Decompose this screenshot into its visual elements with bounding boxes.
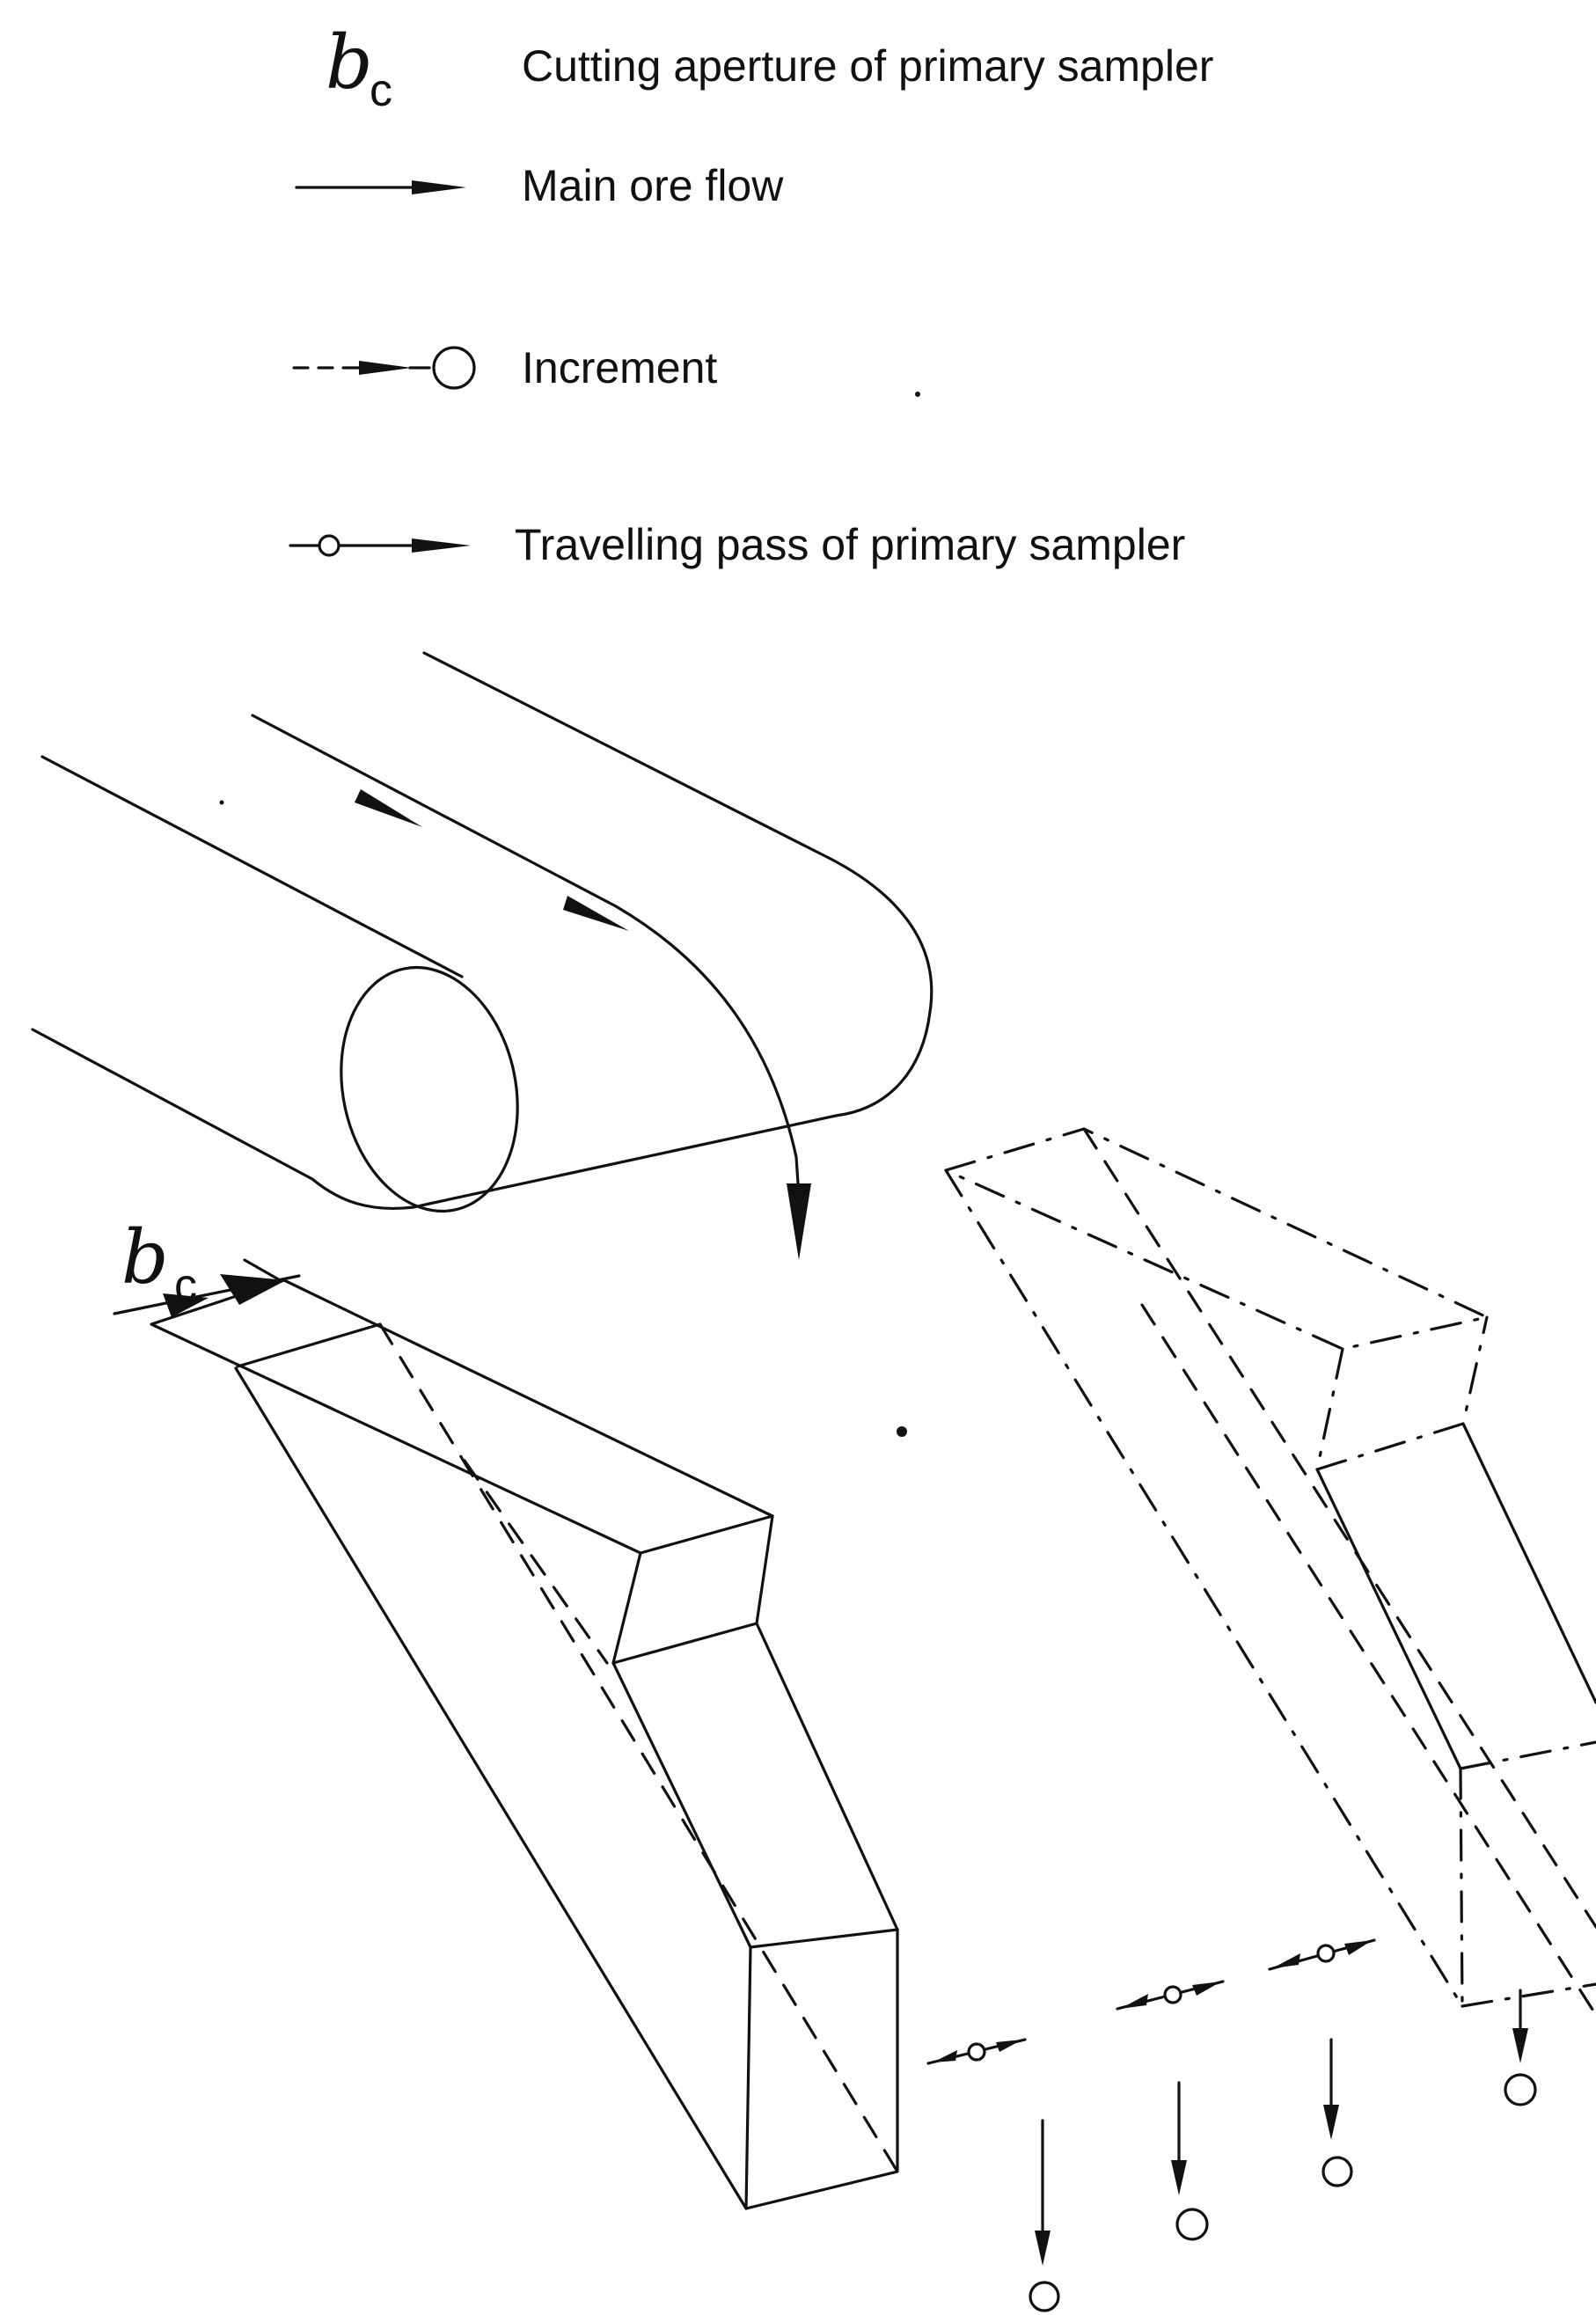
- conveyor-belt: [31, 651, 933, 1260]
- increment-3: [1321, 2038, 1353, 2187]
- legend-travelling-pass-label: Travelling pass of primary sampler: [515, 520, 1185, 569]
- main-ore-flow-line: [251, 714, 801, 1198]
- head-pulley: [340, 965, 519, 1213]
- legend-main-ore-flow: Main ore flow: [295, 161, 784, 210]
- legend-increment-label: Increment: [522, 343, 717, 392]
- circle-arrow-line-icon: [289, 534, 471, 557]
- legend: b c Cutting aperture of primary sampler …: [289, 19, 1213, 569]
- increment-4: [1504, 1989, 1537, 2106]
- solid-arrow-icon: [295, 180, 466, 194]
- primary-sampler-cutter-ghost: [944, 1127, 1596, 2017]
- legend-main-ore-flow-label: Main ore flow: [522, 161, 784, 210]
- increments: [1029, 1989, 1537, 2312]
- primary-sampler-cutter: [150, 1278, 899, 2210]
- dashed-arrow-circle-icon: [292, 346, 476, 390]
- legend-aperture-symbol: b: [326, 19, 373, 106]
- legend-aperture-label: Cutting aperture of primary sampler: [522, 41, 1213, 91]
- legend-cutting-aperture: b c Cutting aperture of primary sampler: [326, 19, 1213, 116]
- legend-travelling-pass: Travelling pass of primary sampler: [289, 520, 1185, 569]
- travelling-pass-markers: [926, 1938, 1376, 2065]
- travel-marker-1: [926, 2038, 1027, 2065]
- travel-marker-3: [1268, 1938, 1376, 1971]
- increment-2: [1171, 2081, 1209, 2241]
- legend-increment: Increment: [292, 343, 717, 392]
- travel-marker-2: [1116, 1980, 1225, 2011]
- aperture-symbol: b: [121, 1214, 169, 1300]
- scan-specks: [219, 392, 920, 1437]
- legend-aperture-subscript: c: [370, 65, 392, 116]
- increment-1: [1029, 2119, 1060, 2312]
- aperture-dimension: b c: [113, 1214, 301, 1317]
